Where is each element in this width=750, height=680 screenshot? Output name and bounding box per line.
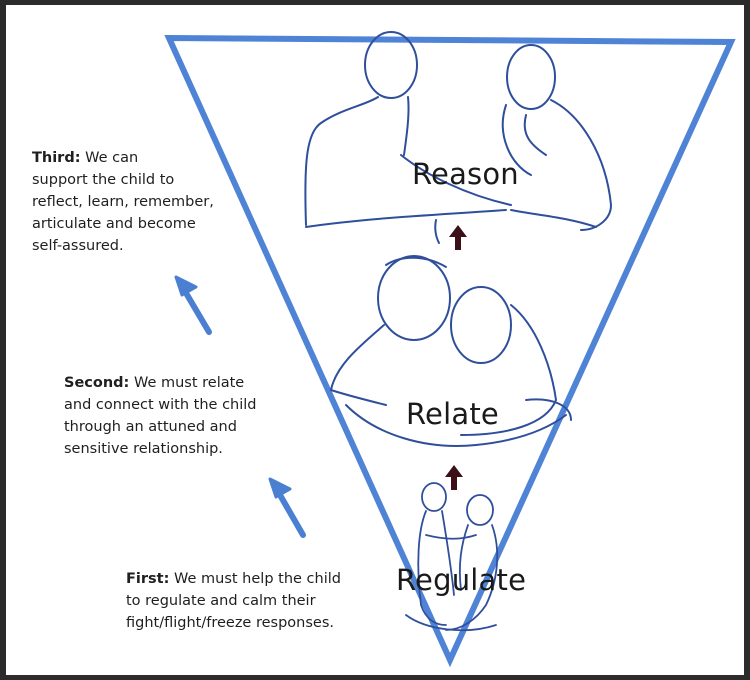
note-second-label: Second: bbox=[64, 375, 129, 391]
note-third-label: Third: bbox=[32, 150, 81, 166]
note-first-line-1: We must help the child bbox=[174, 571, 341, 587]
note-second-line-1: We must relate bbox=[134, 375, 244, 391]
note-third-line-5: self-assured. bbox=[32, 238, 124, 254]
level-label-reason: Reason bbox=[412, 157, 519, 191]
reason-figures-illustration bbox=[305, 32, 611, 243]
up-arrow-icon bbox=[449, 225, 467, 250]
progress-arrow-icon bbox=[270, 479, 303, 535]
note-second-line-4: sensitive relationship. bbox=[64, 441, 223, 457]
inverted-triangle-diagram bbox=[6, 5, 744, 675]
note-second-line-3: through an attuned and bbox=[64, 419, 237, 435]
note-second-line-2: and connect with the child bbox=[64, 397, 257, 413]
note-third: Third: We can support the child to refle… bbox=[32, 147, 214, 257]
note-third-line-2: support the child to bbox=[32, 172, 174, 188]
note-second: Second: We must relate and connect with … bbox=[64, 372, 257, 460]
regulate-figures-illustration bbox=[406, 483, 497, 630]
note-first-line-2: to regulate and calm their bbox=[126, 593, 316, 609]
note-first-label: First: bbox=[126, 571, 169, 587]
note-first: First: We must help the child to regulat… bbox=[126, 568, 341, 634]
level-label-relate: Relate bbox=[406, 397, 499, 431]
note-first-line-3: fight/flight/freeze responses. bbox=[126, 615, 334, 631]
up-arrow-icon bbox=[445, 465, 463, 490]
note-third-line-4: articulate and become bbox=[32, 216, 196, 232]
diagram-frame: Reason Relate Regulate Third: We can sup… bbox=[6, 5, 744, 675]
level-label-regulate: Regulate bbox=[396, 563, 526, 597]
progress-arrow-icon bbox=[176, 277, 209, 332]
note-third-line-1: We can bbox=[85, 150, 138, 166]
note-third-line-3: reflect, learn, remember, bbox=[32, 194, 214, 210]
